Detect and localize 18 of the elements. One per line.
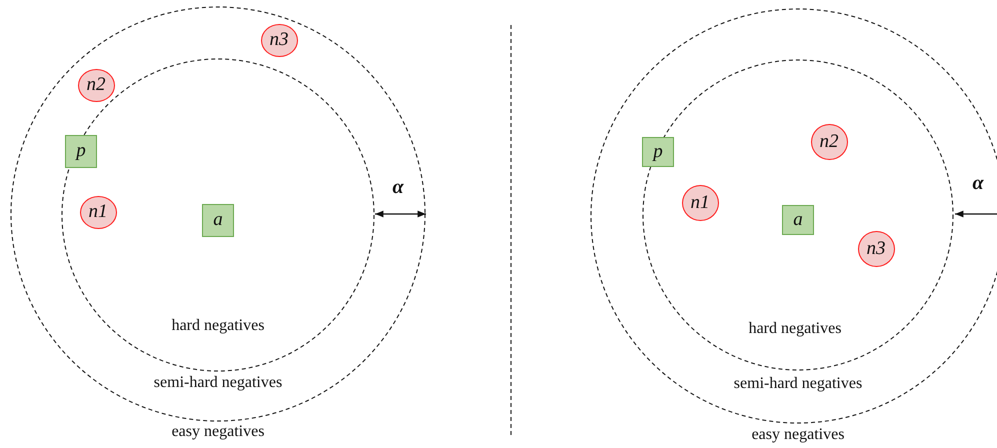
sample-square: p — [65, 134, 97, 168]
region-label: easy negatives — [752, 426, 844, 444]
negative-sample-circle: n2 — [78, 68, 114, 102]
negative-sample-circle: n3 — [858, 231, 894, 267]
sample-square: p — [642, 137, 674, 167]
region-label: semi-hard negatives — [154, 374, 282, 392]
margin-symbol: α — [392, 176, 404, 198]
region-label: hard negatives — [748, 320, 842, 338]
negative-sample-circle: n3 — [260, 24, 298, 56]
negative-sample-circle: n2 — [810, 124, 848, 160]
region-label: hard negatives — [172, 317, 264, 335]
negative-sample-circle: n1 — [80, 196, 116, 228]
sample-square: a — [782, 205, 814, 235]
sample-square: a — [202, 204, 234, 236]
margin-symbol: α — [972, 172, 984, 194]
negative-sample-circle: n1 — [682, 185, 718, 221]
region-label: easy negatives — [172, 423, 264, 441]
region-label: semi-hard negatives — [734, 375, 862, 393]
